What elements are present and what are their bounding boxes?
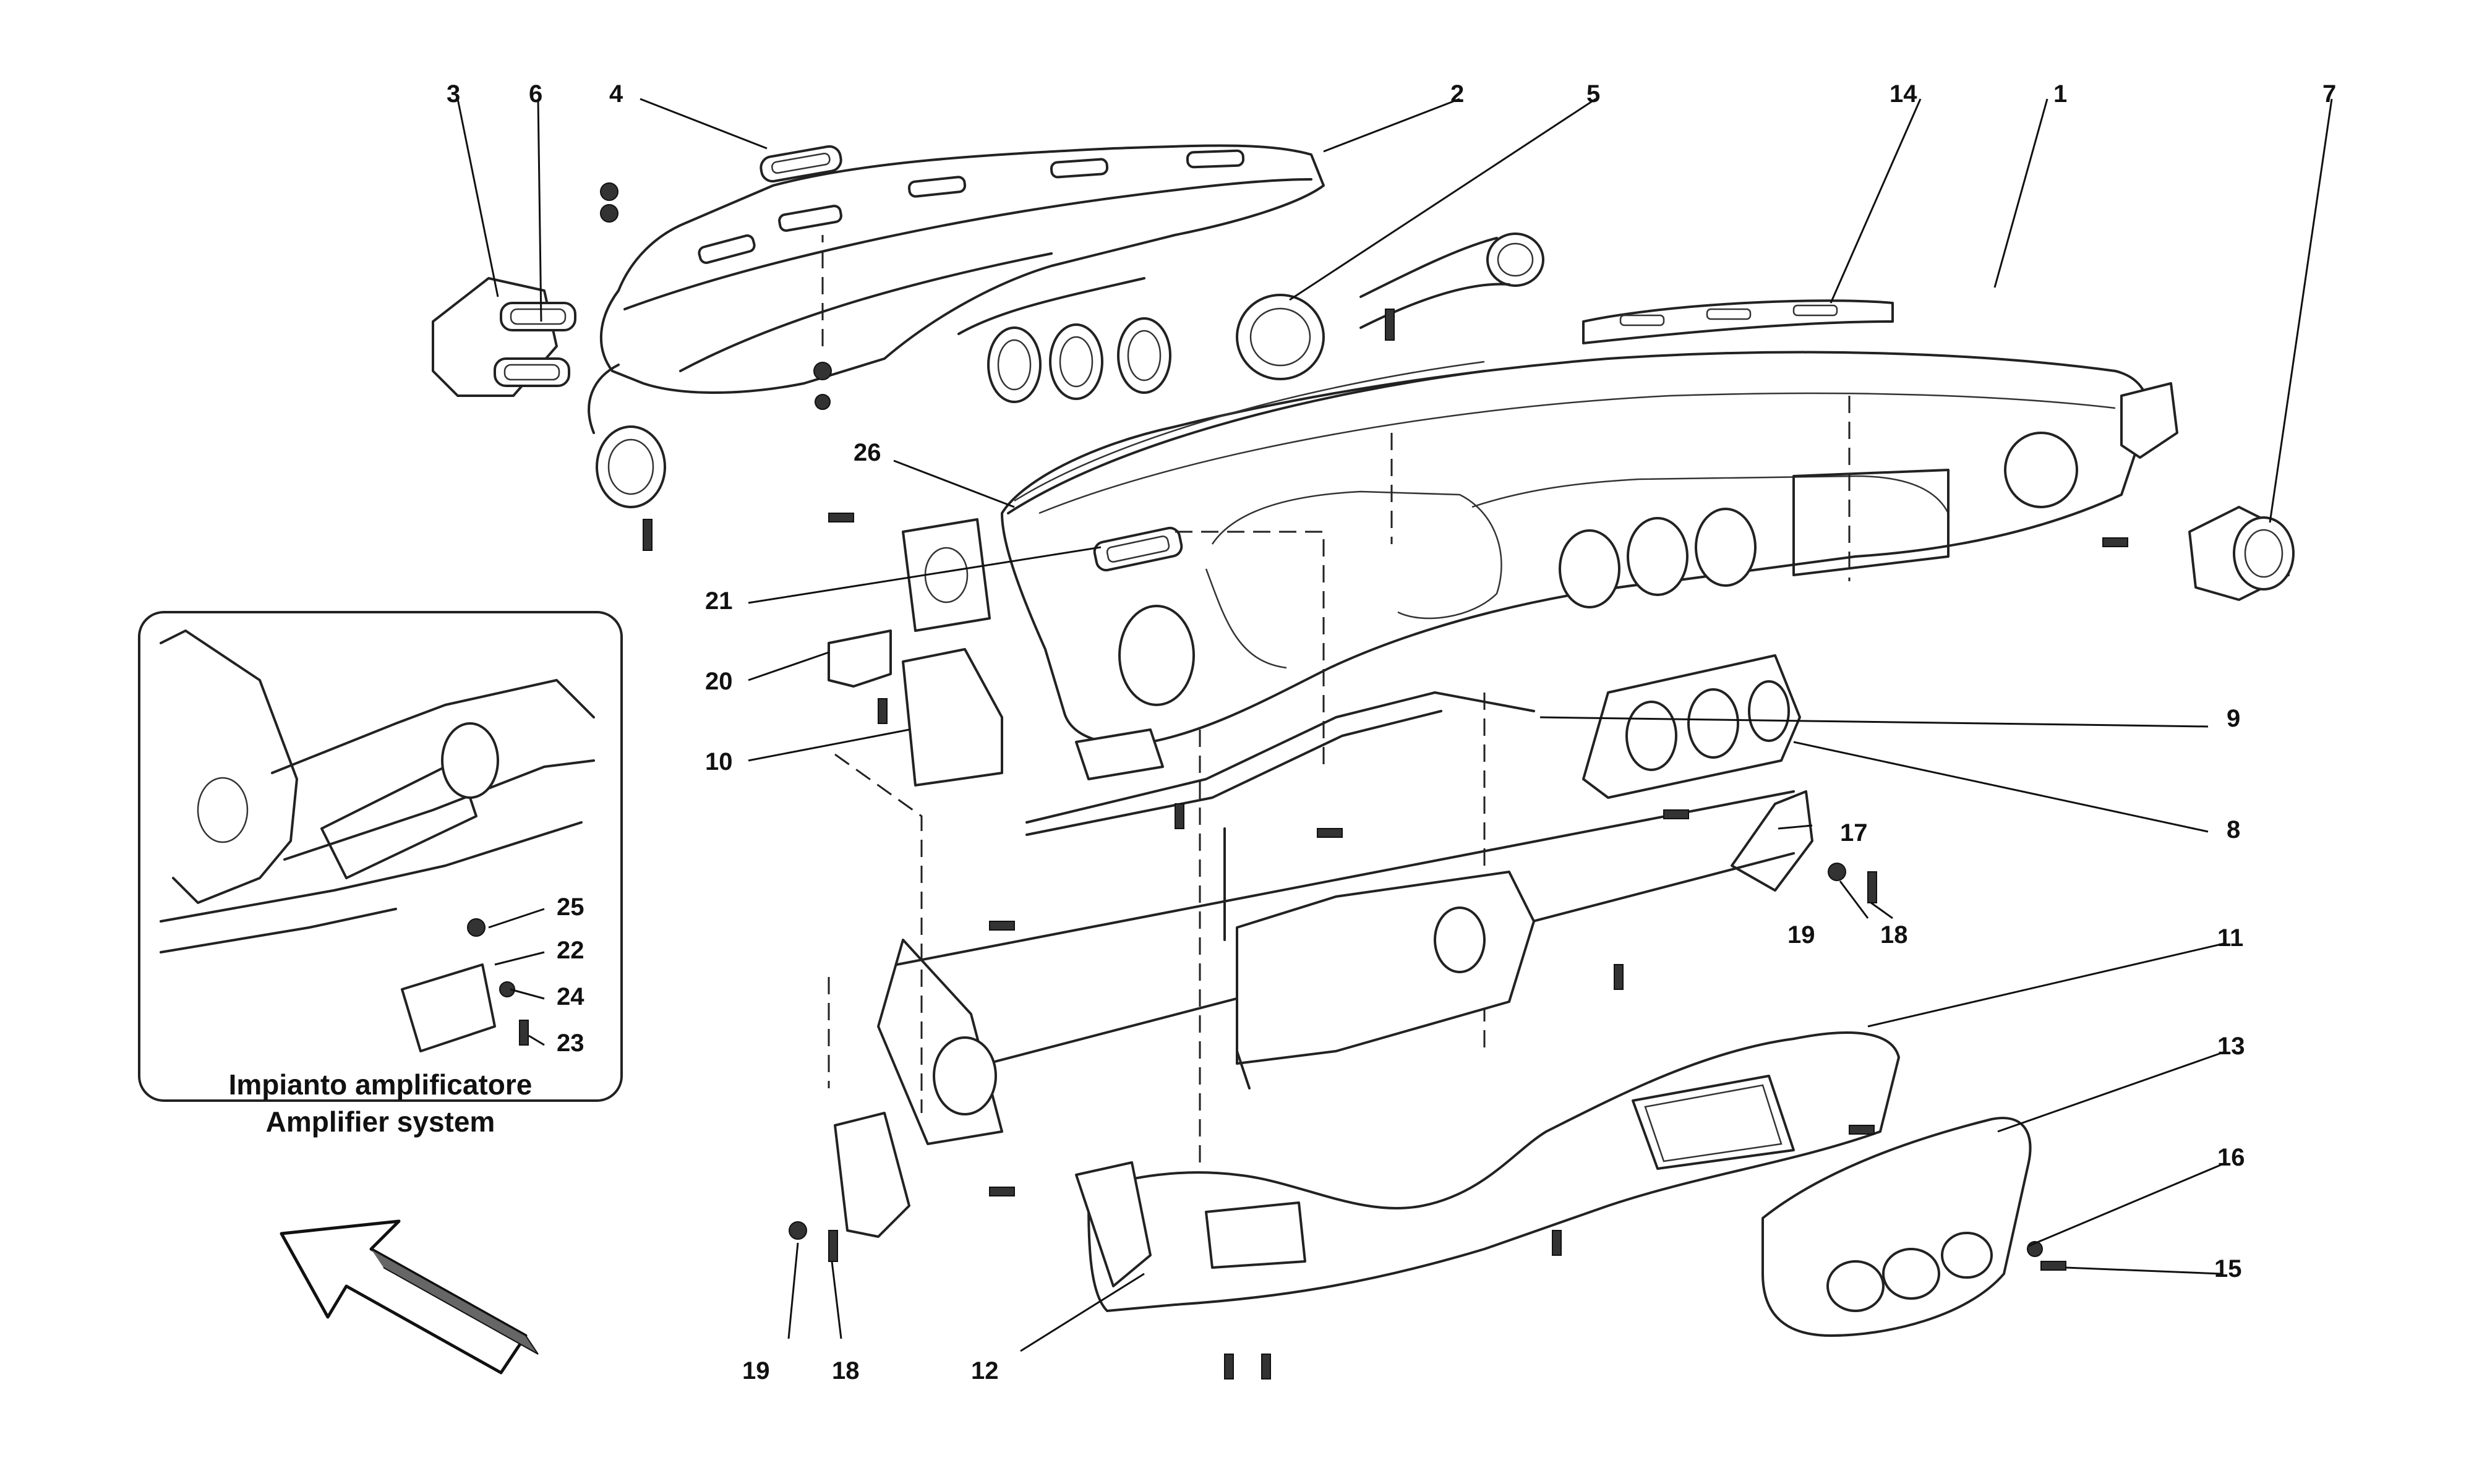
callout-26: 26	[854, 439, 881, 466]
duct-ring-5	[1236, 294, 1325, 380]
fasteners-lower	[789, 513, 2128, 1380]
callout-7: 7	[2322, 80, 2336, 108]
callout-11: 11	[2217, 924, 2243, 952]
callout-25: 25	[557, 893, 584, 921]
center-panel-13	[1761, 1117, 2032, 1337]
inset-caption-italian: Impianto amplificatore	[229, 1068, 533, 1101]
callout-1: 1	[2053, 80, 2067, 108]
bracket-20	[828, 518, 991, 688]
callout-4: 4	[609, 80, 623, 108]
trim-strip-26	[1007, 360, 1486, 514]
callout-17: 17	[1840, 819, 1868, 846]
bracket-left-lower	[834, 1112, 910, 1238]
inset-caption-english: Amplifier system	[266, 1106, 495, 1138]
callout-13: 13	[2217, 1033, 2245, 1060]
callout-3: 3	[447, 80, 460, 108]
fasteners-upper	[600, 182, 1395, 551]
dashboard-panel-1	[1001, 351, 2149, 745]
leader-lines	[456, 98, 2333, 1352]
callout-20: 20	[705, 668, 733, 695]
callout-24: 24	[557, 983, 584, 1010]
callout-14: 14	[1890, 80, 1917, 108]
callout-21: 21	[705, 587, 733, 615]
bracket-8	[1582, 654, 1801, 799]
callout-2: 2	[1450, 80, 1464, 108]
callout-18-left: 18	[832, 1357, 860, 1384]
callout-5: 5	[1586, 80, 1600, 108]
inset-amplifier-system: Impianto amplificatore Amplifier system	[138, 611, 623, 1138]
lower-console-11-12	[1075, 1031, 1900, 1312]
top-vent-strip-14	[1582, 299, 1894, 344]
bracket-17	[1731, 790, 1813, 892]
arrow-up-left-icon	[280, 1219, 539, 1375]
side-vent-3-6	[432, 277, 576, 397]
callout-12: 12	[971, 1357, 999, 1384]
cross-member	[877, 790, 1795, 1145]
callout-8: 8	[2227, 816, 2240, 843]
callout-10: 10	[705, 748, 733, 775]
callout-15: 15	[2214, 1255, 2242, 1282]
callout-19-left: 19	[742, 1357, 770, 1384]
bracket-10	[902, 648, 1003, 787]
bracket-9	[1025, 691, 1535, 836]
bracket-top-right	[2120, 382, 2178, 459]
callout-6: 6	[529, 80, 542, 108]
callout-9: 9	[2227, 705, 2240, 732]
callout-23: 23	[557, 1030, 584, 1057]
connector-7	[2188, 506, 2295, 601]
upper-air-duct	[588, 144, 1544, 508]
callout-18-right: 18	[1880, 921, 1908, 949]
callout-22: 22	[557, 937, 584, 964]
vent-grille-4	[760, 145, 842, 183]
callout-19-right: 19	[1787, 921, 1815, 949]
callout-numbers: 1 2 3 4 5 6 7 8 9 10 11 12 13 14 15 16 1…	[447, 80, 2336, 1384]
vent-21	[1093, 526, 1183, 572]
callout-16: 16	[2217, 1144, 2245, 1171]
